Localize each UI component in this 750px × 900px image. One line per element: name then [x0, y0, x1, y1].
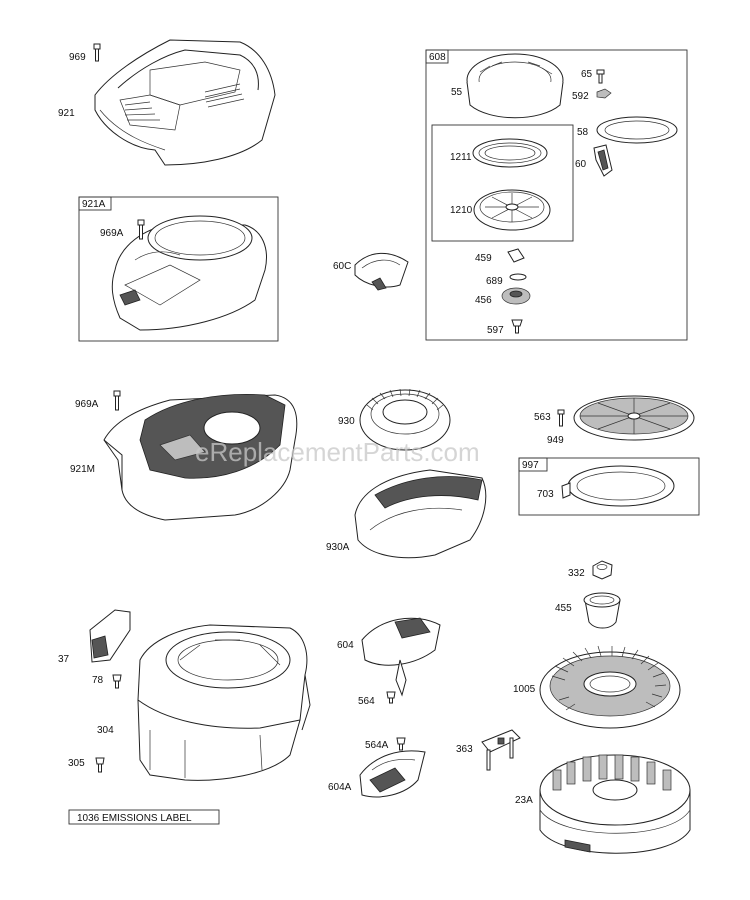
part-37-deflector[interactable] [89, 609, 131, 663]
emissions-label-text: 1036 EMISSIONS LABEL [77, 813, 192, 824]
box-608 [425, 49, 688, 341]
label-597: 597 [487, 325, 504, 336]
part-455-starter-cup[interactable] [583, 592, 621, 629]
label-58: 58 [577, 127, 589, 138]
label-37: 37 [58, 654, 70, 665]
part-689-spring[interactable] [509, 273, 527, 281]
part-930-rotating-screen[interactable] [359, 388, 451, 451]
part-930A-guard[interactable] [354, 469, 487, 559]
label-969A-second: 969A [75, 399, 99, 410]
part-921-blower-housing[interactable] [94, 39, 276, 166]
label-604: 604 [337, 640, 354, 651]
part-703-clip[interactable] [561, 482, 571, 499]
label-78: 78 [92, 675, 104, 686]
label-455: 455 [555, 603, 572, 614]
box-608-tag [425, 49, 449, 64]
label-459: 459 [475, 253, 492, 264]
part-60-handle[interactable] [593, 144, 613, 177]
label-305: 305 [68, 758, 85, 769]
part-604-air-guide[interactable] [361, 617, 441, 697]
part-592-nut[interactable] [596, 88, 612, 99]
part-65-pin[interactable] [596, 69, 605, 84]
part-304-blower-housing[interactable] [137, 624, 311, 781]
box-608-inner [431, 124, 574, 242]
part-921M-blower-housing[interactable] [103, 394, 298, 521]
box-921A-tag [78, 196, 112, 211]
part-60C-handle[interactable] [354, 252, 409, 291]
part-305-screw[interactable] [95, 757, 105, 773]
label-55: 55 [451, 87, 463, 98]
part-997-gasket-ring[interactable] [567, 465, 675, 507]
label-949: 949 [547, 435, 564, 446]
label-930A: 930A [326, 542, 350, 553]
label-604A: 604A [328, 782, 352, 793]
part-563-screw[interactable] [557, 409, 565, 427]
part-55-starter-housing[interactable] [466, 53, 564, 119]
label-65: 65 [581, 69, 593, 80]
label-304: 304 [97, 725, 114, 736]
label-564: 564 [358, 696, 375, 707]
label-456: 456 [475, 295, 492, 306]
label-689: 689 [486, 276, 503, 287]
label-921M: 921M [70, 464, 95, 475]
box-608-label: 608 [429, 52, 446, 63]
part-363-bracket[interactable] [481, 729, 521, 771]
part-564A-screw[interactable] [396, 737, 406, 751]
box-921A [78, 196, 279, 342]
part-459-pawl[interactable] [507, 248, 525, 263]
watermark-text: eReplacementParts.com [195, 437, 480, 467]
label-363: 363 [456, 744, 473, 755]
part-969A-screw-b[interactable] [113, 390, 121, 411]
part-332-nut[interactable] [592, 560, 613, 580]
part-58-rope[interactable] [596, 116, 678, 144]
label-703: 703 [537, 489, 554, 500]
part-969A-screw-a[interactable] [137, 219, 145, 240]
part-456-retainer[interactable] [501, 287, 531, 305]
label-1211: 1211 [450, 152, 472, 163]
part-564-screw[interactable] [386, 691, 396, 704]
part-1005-flywheel-fan[interactable] [539, 645, 681, 729]
part-1211-spring[interactable] [472, 138, 548, 168]
emissions-label-box [68, 809, 220, 825]
part-921A-blower-housing[interactable] [111, 215, 267, 331]
part-597-screw[interactable] [511, 319, 523, 334]
part-949-screen[interactable] [573, 395, 695, 441]
label-592: 592 [572, 91, 589, 102]
label-60C: 60C [333, 261, 351, 272]
box-921A-label: 921A [82, 199, 106, 210]
label-930: 930 [338, 416, 355, 427]
box-997 [518, 457, 700, 516]
label-1005: 1005 [513, 684, 536, 695]
part-969-screw[interactable] [93, 43, 101, 62]
label-60: 60 [575, 159, 587, 170]
part-1210-pulley[interactable] [473, 189, 551, 231]
box-997-tag [518, 457, 548, 472]
part-604A-air-guide[interactable] [359, 750, 426, 798]
label-563: 563 [534, 412, 551, 423]
label-332: 332 [568, 568, 585, 579]
part-78-screw[interactable] [112, 674, 122, 689]
label-1210: 1210 [450, 205, 473, 216]
label-23A: 23A [515, 795, 533, 806]
label-564A: 564A [365, 740, 389, 751]
label-969A-first: 969A [100, 228, 124, 239]
label-921: 921 [58, 108, 75, 119]
box-997-label: 997 [522, 460, 539, 471]
label-969: 969 [69, 52, 86, 63]
part-23A-flywheel[interactable] [539, 754, 691, 854]
